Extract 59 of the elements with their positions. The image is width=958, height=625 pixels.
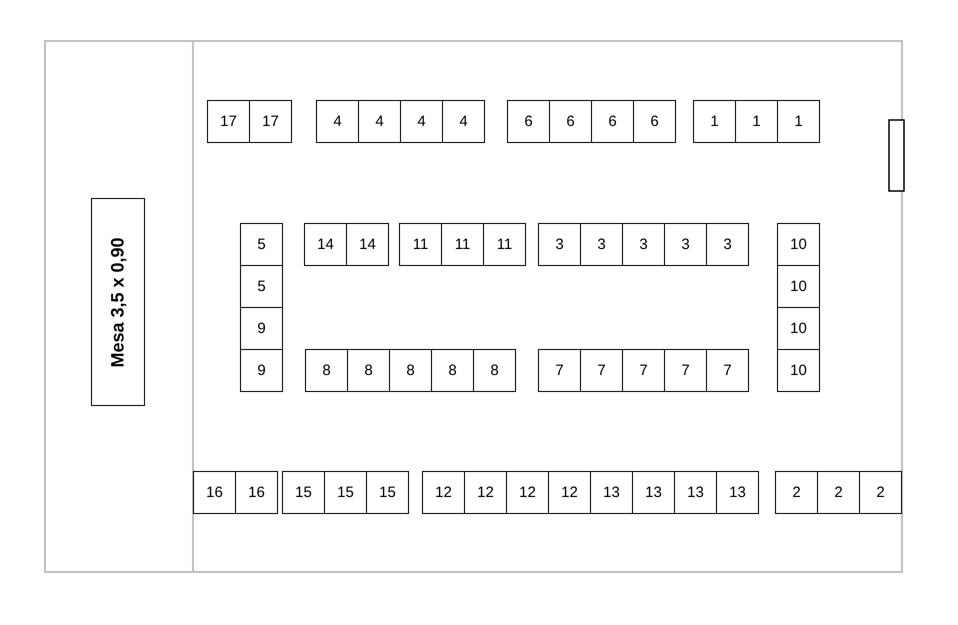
seat-number: 3 xyxy=(706,223,749,266)
seat-number: 9 xyxy=(240,349,283,392)
seat-number: 8 xyxy=(347,349,390,392)
seat-number: 13 xyxy=(716,471,759,514)
seat-number: 15 xyxy=(366,471,409,514)
seat-number: 2 xyxy=(859,471,902,514)
seat-number: 6 xyxy=(633,100,676,143)
seat-number: 17 xyxy=(207,100,250,143)
seat-number: 13 xyxy=(632,471,675,514)
seat-number: 4 xyxy=(442,100,485,143)
seat-number: 16 xyxy=(235,471,278,514)
seat-number: 16 xyxy=(193,471,236,514)
seat-number: 13 xyxy=(590,471,633,514)
seat-number: 12 xyxy=(548,471,591,514)
seat-number: 2 xyxy=(817,471,860,514)
seat-number: 3 xyxy=(580,223,623,266)
seat-number: 17 xyxy=(249,100,292,143)
seat-number: 11 xyxy=(483,223,526,266)
seat-number: 7 xyxy=(706,349,749,392)
seat-number: 3 xyxy=(538,223,581,266)
table-label: Mesa 3,5 x 0,90 xyxy=(108,236,128,368)
seat-number: 10 xyxy=(777,307,820,350)
seat-number: 7 xyxy=(622,349,665,392)
seat-number: 1 xyxy=(735,100,778,143)
seat-number: 5 xyxy=(240,223,283,266)
seat-number: 7 xyxy=(580,349,623,392)
seat-number: 10 xyxy=(777,265,820,308)
seat-number: 8 xyxy=(389,349,432,392)
seat-number: 5 xyxy=(240,265,283,308)
seat-number: 10 xyxy=(777,349,820,392)
seat-number: 8 xyxy=(431,349,474,392)
table-box xyxy=(91,198,145,406)
seat-number: 4 xyxy=(400,100,443,143)
seat-number: 1 xyxy=(777,100,820,143)
seat-number: 12 xyxy=(506,471,549,514)
seat-number: 3 xyxy=(664,223,707,266)
seat-number: 1 xyxy=(693,100,736,143)
seat-number: 13 xyxy=(674,471,717,514)
seat-number: 15 xyxy=(324,471,367,514)
seat-number: 11 xyxy=(441,223,484,266)
seat-number: 12 xyxy=(464,471,507,514)
seat-number: 12 xyxy=(422,471,465,514)
seat-number: 15 xyxy=(282,471,325,514)
seat-number: 4 xyxy=(316,100,359,143)
seat-number: 6 xyxy=(549,100,592,143)
seat-number: 11 xyxy=(399,223,442,266)
seat-number: 14 xyxy=(346,223,389,266)
seat-number: 8 xyxy=(473,349,516,392)
seat-number: 4 xyxy=(358,100,401,143)
seat-number: 10 xyxy=(777,223,820,266)
seat-number: 6 xyxy=(591,100,634,143)
seat-number: 7 xyxy=(664,349,707,392)
seat-number: 14 xyxy=(304,223,347,266)
seat-number: 7 xyxy=(538,349,581,392)
seat-number: 9 xyxy=(240,307,283,350)
seat-number: 8 xyxy=(305,349,348,392)
seat-number: 6 xyxy=(507,100,550,143)
seat-number: 2 xyxy=(775,471,818,514)
seat-number: 3 xyxy=(622,223,665,266)
